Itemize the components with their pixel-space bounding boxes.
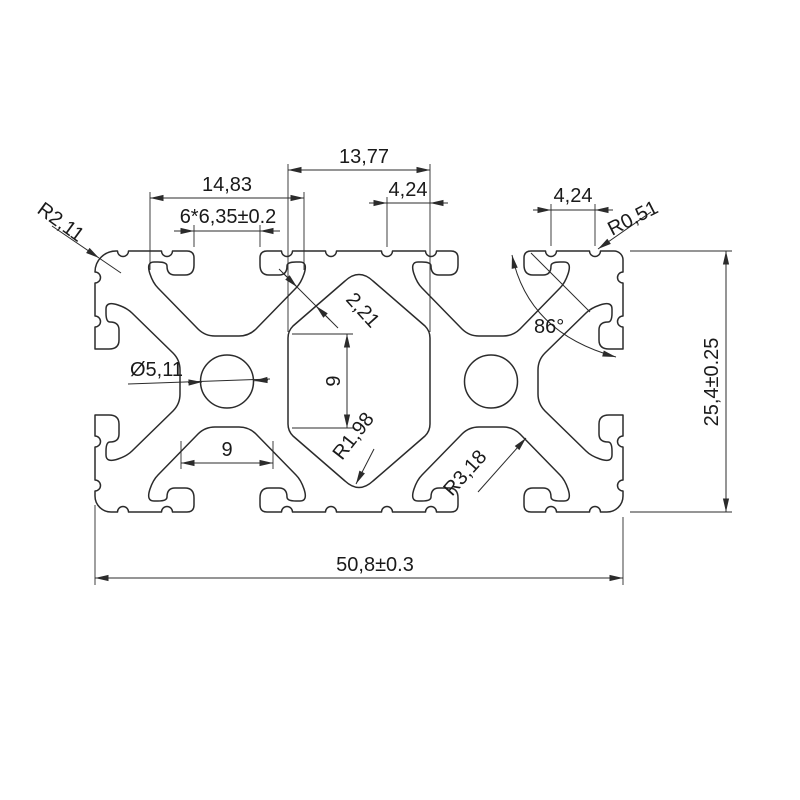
dim-slot-spec: 6*6,35±0.2: [174, 206, 280, 247]
dim-4-24-mid: 4,24: [369, 179, 448, 247]
dim-label-overall-height: 25,4±0.25: [701, 338, 723, 427]
dim-label-r0-51: R0,51: [604, 197, 662, 241]
dim-r2-11: R2,11: [33, 198, 122, 274]
dim-r0-51: R0,51: [597, 197, 662, 250]
dim-9-vertical: 9: [292, 333, 353, 429]
dim-overall-height: 25,4±0.25: [630, 250, 732, 513]
dim-overall-width: 50,8±0.3: [94, 505, 624, 585]
dim-label-13-77: 13,77: [339, 146, 389, 168]
dim-14-83: 14,83: [149, 174, 305, 270]
dim-86deg: 86°: [511, 252, 617, 358]
dim-label-hole-diameter: Ø5,11: [130, 359, 183, 381]
dim-label-9-horizontal: 9: [221, 439, 232, 461]
dim-label-2-21: 2,21: [341, 289, 383, 333]
dim-label-r2-11: R2,11: [33, 198, 88, 246]
center-cavity: [287, 273, 431, 489]
dim-label-86deg: 86°: [534, 316, 564, 338]
dim-r3-18: R3,18: [439, 437, 527, 500]
profile-outline: [94, 250, 624, 513]
dim-label-9-vertical: 9: [323, 375, 345, 386]
dim-4-24-right: 4,24: [533, 185, 613, 246]
dim-hole-diameter: Ø5,11: [127, 359, 271, 386]
dim-label-slot-spec: 6*6,35±0.2: [180, 206, 277, 228]
dim-2-21: 2,21: [278, 268, 384, 333]
dim-13-77: 13,77: [287, 146, 431, 332]
dim-label-4-24-right: 4,24: [554, 185, 593, 207]
bore-hole-right: [463, 354, 519, 409]
dim-label-r3-18: R3,18: [439, 446, 491, 500]
dim-label-4-24-mid: 4,24: [389, 179, 428, 201]
dim-label-14-83: 14,83: [202, 174, 252, 196]
dim-9-horizontal: 9: [180, 439, 274, 469]
dim-label-r1-98: R1,98: [329, 408, 379, 464]
dim-label-overall-width: 50,8±0.3: [336, 554, 414, 576]
